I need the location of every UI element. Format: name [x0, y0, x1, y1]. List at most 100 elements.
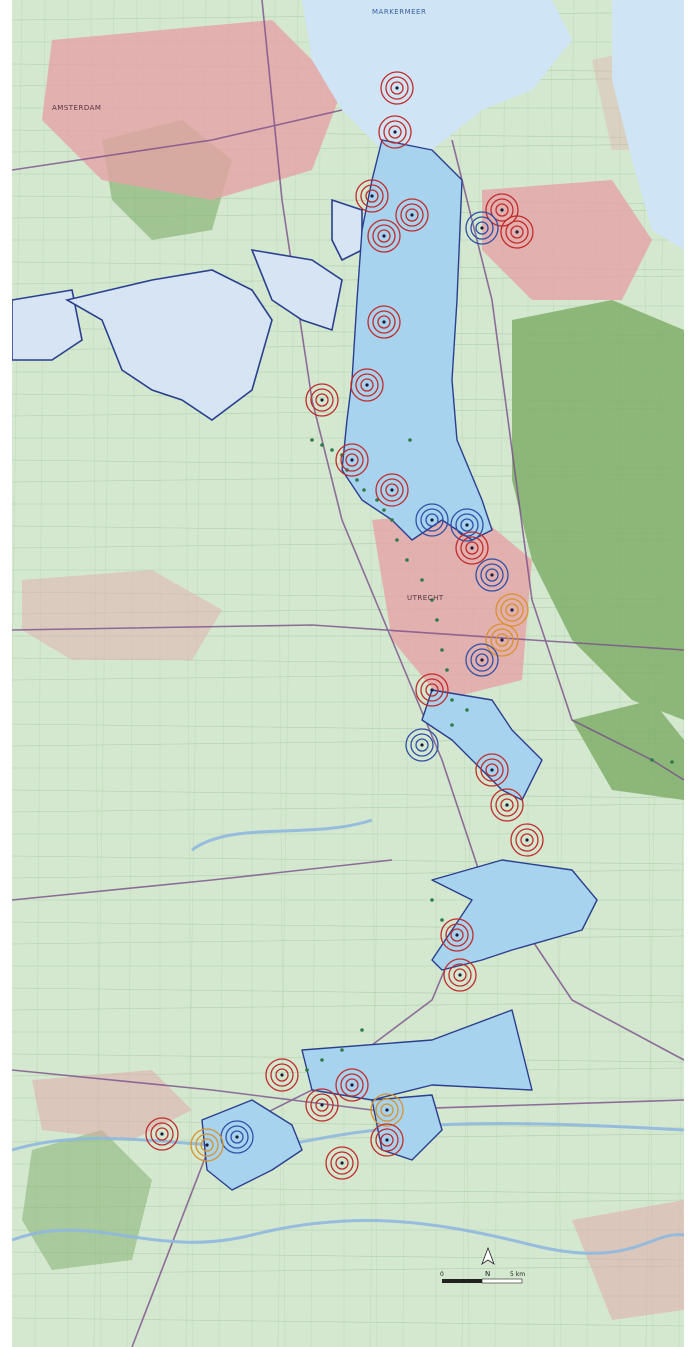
ripple-ring — [310, 1093, 334, 1117]
built-up-areas — [22, 20, 684, 1320]
ripple-ring — [425, 683, 439, 697]
ripple-ring — [200, 1138, 214, 1152]
label-utrecht: UTRECHT — [407, 594, 444, 602]
label-north-water: MARKERMEER — [372, 8, 426, 16]
ripple-ring — [425, 513, 439, 527]
ripple-center — [395, 86, 399, 90]
ripple-center — [430, 688, 434, 692]
shore-dot — [450, 723, 454, 727]
ripple-ring — [400, 203, 424, 227]
ripple-ring — [340, 448, 364, 472]
ripple-center — [382, 320, 386, 324]
ripple-center — [500, 208, 504, 212]
ripple-ring — [340, 1073, 364, 1097]
ripple-center — [365, 383, 369, 387]
ripple-ring — [270, 1063, 294, 1087]
ripple-ring — [465, 643, 499, 677]
ripple-ring — [375, 1098, 399, 1122]
scale-start-label: 0 — [440, 1271, 444, 1278]
ripple-ring — [420, 508, 444, 532]
ripple-ring — [500, 598, 524, 622]
ripple-ring — [275, 1068, 289, 1082]
ripple-ring — [388, 125, 402, 139]
shore-dot — [310, 438, 314, 442]
ripple-ring — [335, 1068, 369, 1102]
ripple-ring — [305, 1088, 339, 1122]
ripple-center — [385, 1108, 389, 1112]
shore-dot — [360, 1028, 364, 1032]
ripple-ring — [443, 958, 477, 992]
ripple-center — [160, 1132, 164, 1136]
ripple-ring — [335, 443, 369, 477]
shore-dot — [362, 488, 366, 492]
ripple-ring — [505, 603, 519, 617]
scale-end-label: 5 km — [510, 1271, 525, 1278]
ripple-ring — [370, 1093, 404, 1127]
ripple-center — [340, 1161, 344, 1165]
shore-dot — [420, 578, 424, 582]
urban-south — [32, 1070, 192, 1140]
ripple-center — [280, 1073, 284, 1077]
ripple-ring — [440, 918, 474, 952]
ripple-ring — [495, 203, 509, 217]
ripple-center — [430, 518, 434, 522]
ripple-ring — [377, 315, 391, 329]
ripple-center — [515, 230, 519, 234]
north-open-water — [302, 0, 572, 150]
scale-bar: 0 5 km — [440, 1271, 525, 1284]
shore-dot — [320, 443, 324, 447]
ripple-ring — [380, 71, 414, 105]
polder-north — [250, 248, 343, 332]
ripple-ring — [495, 793, 519, 817]
ripple-ring — [370, 1123, 404, 1157]
ripple-center — [320, 1103, 324, 1107]
ripple-ring — [470, 216, 494, 240]
map-frame[interactable]: AMSTERDAM MARKERMEER UTRECHT 0 5 km N — [12, 0, 684, 1347]
shore-dot — [440, 648, 444, 652]
ripple-ring — [475, 753, 509, 787]
ripple-ring — [335, 1156, 349, 1170]
ripple-ring — [385, 76, 409, 100]
north-arrow-icon: N — [481, 1246, 495, 1278]
ripple-center — [393, 130, 397, 134]
shore-dot — [450, 698, 454, 702]
ripple-ring — [310, 388, 334, 412]
ripple-markers — [145, 71, 544, 1180]
forest-east-south — [572, 700, 684, 800]
ripple-ring — [230, 1130, 244, 1144]
northeast-water — [612, 0, 684, 250]
ripple-center — [505, 803, 509, 807]
ripple-ring — [367, 305, 401, 339]
ripple-ring — [475, 558, 509, 592]
ripple-ring — [305, 383, 339, 417]
topographic-map[interactable]: AMSTERDAM MARKERMEER UTRECHT 0 5 km N — [12, 0, 684, 1347]
shore-dot — [670, 760, 674, 764]
ripple-center — [490, 768, 494, 772]
ripple-ring — [380, 478, 404, 502]
ripple-ring — [380, 1133, 394, 1147]
ripple-ring — [455, 531, 489, 565]
shore-dot — [445, 668, 449, 672]
ripple-ring — [372, 310, 396, 334]
ripple-ring — [345, 1078, 359, 1092]
ripple-center — [480, 658, 484, 662]
ripple-center — [350, 1083, 354, 1087]
shore-dot — [430, 598, 434, 602]
ripple-ring — [415, 738, 429, 752]
ripple-ring — [450, 928, 464, 942]
ripple-ring — [367, 219, 401, 253]
ripple-ring — [383, 120, 407, 144]
ripple-ring — [465, 211, 499, 245]
shore-dot — [408, 438, 412, 442]
urban-northeast — [482, 180, 652, 300]
shore-dot — [435, 618, 439, 622]
shore-dot — [465, 708, 469, 712]
ripple-ring — [500, 215, 534, 249]
ripple-ring — [145, 1117, 179, 1151]
ripple-center — [470, 546, 474, 550]
shore-dot — [330, 448, 334, 452]
ripple-center — [458, 973, 462, 977]
lake-southwest — [201, 1099, 303, 1191]
shore-dot — [375, 498, 379, 502]
polder-areas — [12, 198, 363, 421]
